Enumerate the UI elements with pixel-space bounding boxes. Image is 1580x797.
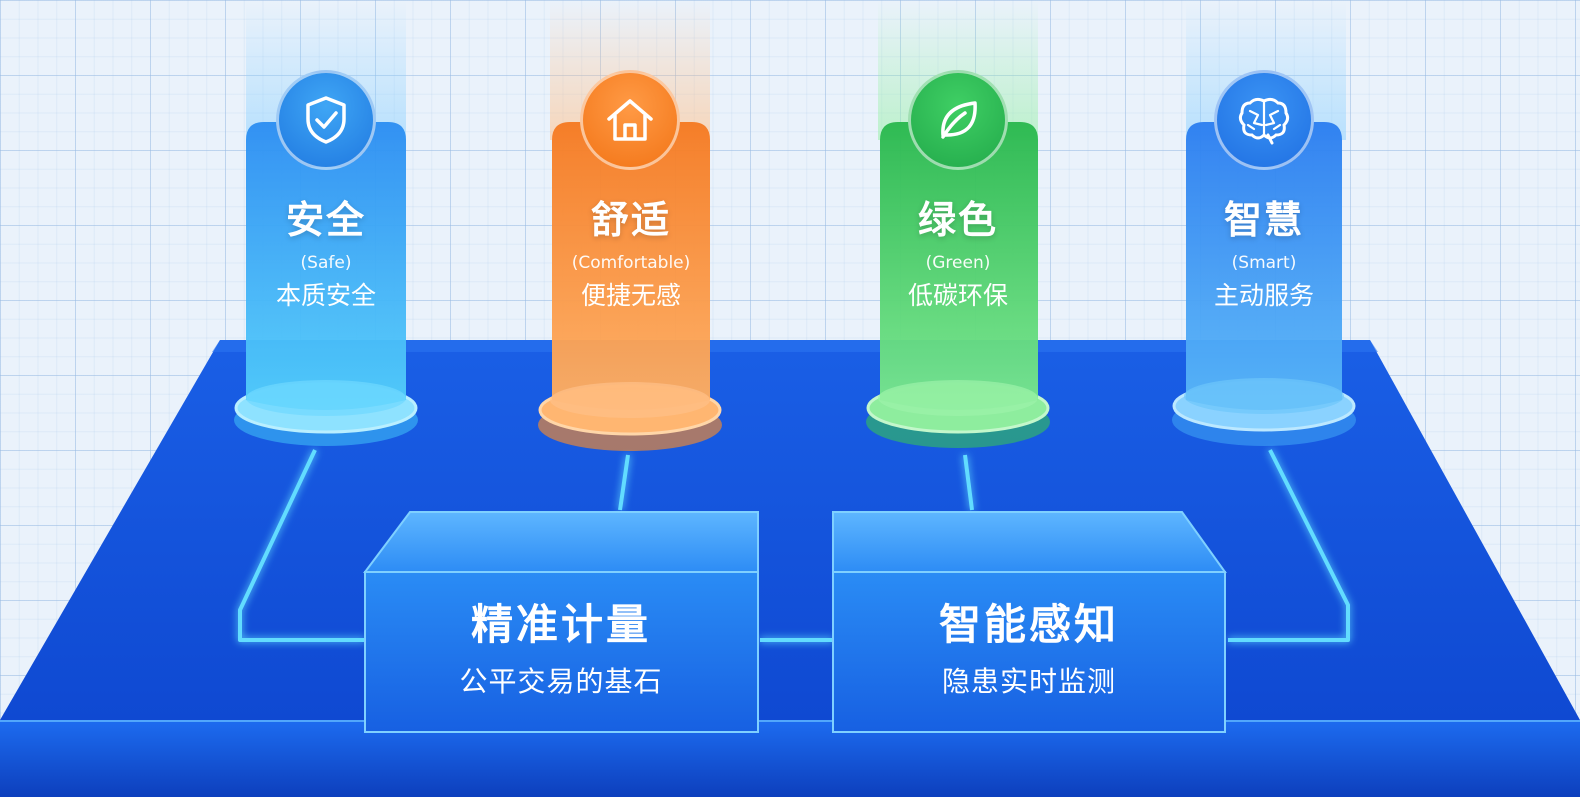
module-description: 隐患实时监测 [941, 665, 1116, 698]
pillar-safe [234, 122, 418, 446]
module-title: 智能感知 [938, 600, 1119, 649]
pillar-green [866, 122, 1050, 448]
platform-front [0, 720, 1580, 797]
platform-top-highlight [212, 340, 1378, 352]
shield-check-icon [276, 70, 376, 170]
pillar-smart [1172, 122, 1356, 446]
pillar-description: 本质安全 [275, 281, 376, 310]
pillar-english: (Green) [925, 253, 991, 273]
pillar-title: 绿色 [917, 198, 998, 242]
module-label-metering: 精准计量 公平交易的基石 [366, 600, 756, 700]
pillar-label-safe: 安全 (Safe) 本质安全 [241, 198, 411, 312]
pillar-english: (Safe) [300, 253, 352, 273]
pillar-title: 智慧 [1223, 198, 1304, 242]
module-title: 精准计量 [470, 600, 651, 649]
pillar-label-smart: 智慧 (Smart) 主动服务 [1179, 198, 1349, 312]
pillar-title: 安全 [285, 198, 366, 242]
pillar-label-comfortable: 舒适 (Comfortable) 便捷无感 [546, 198, 716, 312]
module-label-sensing: 智能感知 隐患实时监测 [834, 600, 1224, 700]
house-icon [580, 70, 680, 170]
pillar-label-green: 绿色 (Green) 低碳环保 [873, 198, 1043, 312]
module-box-metering [363, 511, 759, 733]
pillar-description: 低碳环保 [907, 281, 1008, 310]
pillar-title: 舒适 [590, 198, 671, 242]
pillar-comfortable [538, 122, 722, 451]
pillar-english: (Comfortable) [571, 253, 691, 273]
module-description: 公平交易的基石 [459, 665, 663, 698]
pillar-description: 便捷无感 [580, 281, 681, 310]
leaf-icon [908, 70, 1008, 170]
pillar-english: (Smart) [1231, 253, 1297, 273]
pillar-description: 主动服务 [1213, 281, 1314, 310]
circuit-lines [238, 449, 1350, 642]
module-box-sensing [832, 511, 1227, 733]
brain-icon [1214, 70, 1314, 170]
